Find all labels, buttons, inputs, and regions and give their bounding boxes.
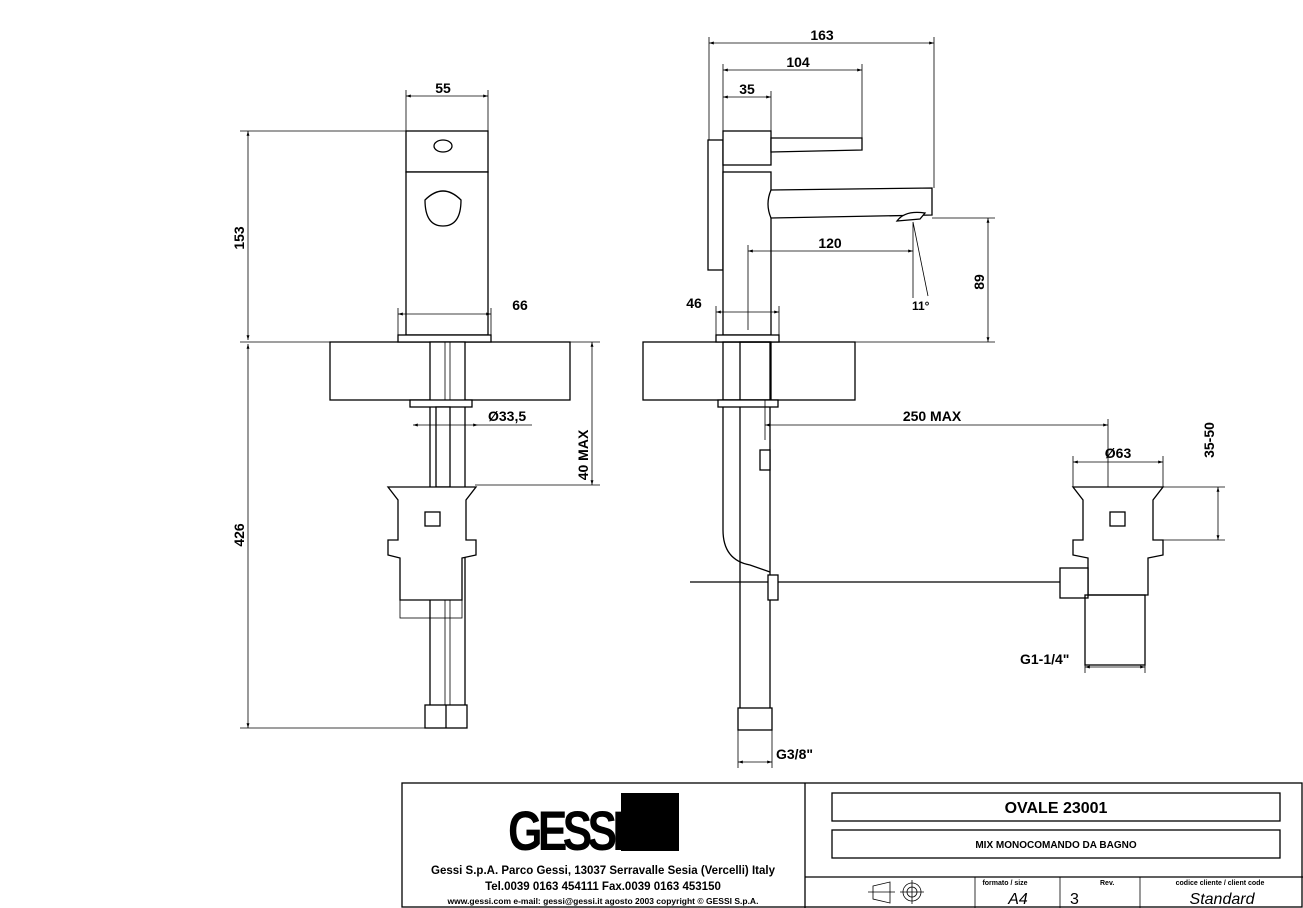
- dim-hose-thread: G3/8": [776, 746, 813, 762]
- dim-front-width: 55: [435, 80, 451, 96]
- dim-spout-angle: 11°: [912, 299, 930, 313]
- client-code-label: codice cliente / client code: [1176, 880, 1265, 887]
- svg-text:GESSI: GESSI: [508, 799, 622, 862]
- model-description: MIX MONOCOMANDO DA BAGNO: [975, 840, 1137, 851]
- side-view: [642, 130, 1165, 731]
- dim-lever-length: 104: [786, 54, 810, 70]
- dim-hole-diameter: Ø33,5: [488, 408, 526, 424]
- dim-body-depth: 35: [739, 81, 755, 97]
- gessi-logo: GESSI: [508, 793, 679, 862]
- side-waste: [1071, 486, 1165, 596]
- extension-lines: [240, 37, 1225, 768]
- rev-value: 3: [1070, 891, 1079, 908]
- model-title: OVALE 23001: [1005, 800, 1108, 817]
- dim-counter-max: 40 MAX: [575, 429, 591, 480]
- lever: [770, 137, 863, 153]
- title-block: GESSI Gessi S.p.A. Parco Gessi, 13037 Se…: [401, 782, 1303, 908]
- countertop-section-side: [642, 341, 856, 401]
- dimension-lines: [246, 41, 1220, 764]
- dim-total-height: 426: [231, 523, 247, 547]
- dim-waste-diameter: Ø63: [1105, 445, 1132, 461]
- client-code-value: Standard: [1190, 891, 1256, 908]
- front-view: [329, 130, 571, 729]
- dim-base-width: 66: [512, 297, 528, 313]
- company-address: Gessi S.p.A. Parco Gessi, 13037 Serraval…: [431, 865, 776, 877]
- company-footer: www.gessi.com e-mail: gessi@gessi.it ago…: [447, 896, 759, 906]
- dim-base-depth: 46: [686, 295, 702, 311]
- dim-waste-range: 35-50: [1201, 422, 1217, 458]
- dim-waste-thread: G1-1/4": [1020, 651, 1069, 667]
- dim-rod-max: 250 MAX: [903, 408, 962, 424]
- dim-overall-length: 163: [810, 27, 834, 43]
- format-label: formato / size: [982, 880, 1027, 887]
- body: [405, 171, 489, 336]
- company-phone: Tel.0039 0163 454111 Fax.0039 0163 45315…: [485, 881, 721, 893]
- format-value: A4: [1007, 891, 1028, 908]
- rev-label: Rev.: [1100, 880, 1114, 887]
- dim-front-height: 153: [231, 226, 247, 250]
- dim-spout-reach: 120: [818, 235, 842, 251]
- dim-spout-height: 89: [971, 274, 987, 290]
- projection-symbol-icon: [868, 880, 924, 904]
